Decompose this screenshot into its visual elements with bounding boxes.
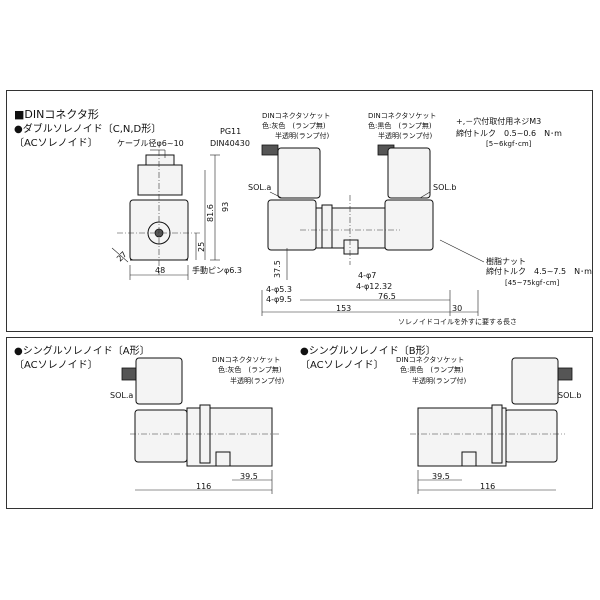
cable-diameter-label: ケーブル径φ6~10 [117,138,184,148]
dim-37-5: 37.5 [273,260,282,278]
cable-gland [145,154,175,166]
single-a-sol: SOL.a [110,391,133,400]
left-screw-cap [261,144,279,156]
pg11-label: PG11 [220,127,241,136]
dim-25: 25 [197,242,206,252]
right-socket-color: 色:黒色 (ランプ無) [368,121,432,130]
right-socket-translucent: 半透明(ランプ付) [378,131,433,140]
coil-removal-note: ソレノイドコイルを外すに要する長さ [398,317,517,326]
single-a-connector [135,357,183,405]
side-view [117,150,200,275]
single-b-dim-116: 116 [480,482,495,491]
dim-27: 27 [115,250,129,264]
single-b-title: ●シングルソレノイド〔B形〕 [300,344,436,357]
single-b-connector [511,357,559,405]
single-a-dim-116: 116 [196,482,211,491]
dim-48: 48 [155,266,165,275]
screw-note: +,－穴付取付用ネジM3 [456,116,541,126]
front-view [261,144,434,265]
single-a-drawing [121,357,280,467]
manual-button [343,239,359,255]
single-b-sol: SOL.b [558,391,581,400]
screw-torque: 締付トルク 0.5~0.6 N･m [456,128,562,138]
dim-4-phi-5-3: 4-φ5.3 [266,285,292,294]
single-a-socket-translucent: 半透明(ランプ付) [230,376,285,385]
single-b-socket-color: 色:黒色 (ランプ無) [400,365,464,374]
single-a-title: ●シングルソレノイド〔A形〕 [14,344,150,357]
single-a-ac-label: 〔ACソレノイド〕 [14,359,98,371]
single-a-socket-color: 色:灰色 (ランプ無) [218,365,282,374]
nut-note: 樹脂ナット [486,256,526,266]
sol-a-label: SOL.a [248,183,271,192]
dim-76-5: 76.5 [378,292,396,301]
manual-pin-label: 手動ピンφ6.3 [192,265,242,275]
screw-torque-kgf: [5~6kgf･cm] [486,140,532,148]
single-a-socket-title: DINコネクタソケット [212,355,280,364]
single-b-socket-translucent: 半透明(ランプ付) [412,376,467,385]
single-a-coil [134,409,188,463]
right-socket-title: DINコネクタソケット [368,111,436,120]
left-connector [277,147,321,199]
left-socket-translucent: 半透明(ランプ付) [275,131,330,140]
single-b-drawing [410,357,573,467]
right-coil [384,199,434,251]
din40430-label: DIN40430 [210,139,250,148]
single-b-dim-39-5: 39.5 [432,472,450,481]
dim-4-phi-12-32: 4-φ12.32 [356,282,392,291]
double-solenoid-title: ●ダブルソレノイド〔C,N,D形〕 [14,122,161,135]
dim-4-phi-9-5: 4-φ9.5 [266,295,292,304]
right-connector [387,147,431,199]
single-b-socket-title: DINコネクタソケット [396,355,464,364]
single-a-dim-39-5: 39.5 [240,472,258,481]
nut-torque-kgf: [45~75kgf･cm] [505,279,560,287]
left-socket-title: DINコネクタソケット [262,111,330,120]
dim-153: 153 [336,304,351,313]
single-b-coil [504,409,558,463]
dim-93: 93 [221,202,230,212]
dim-81-6: 81.6 [206,204,215,222]
dim-4-phi-7: 4-φ7 [358,271,376,280]
sol-b-label: SOL.b [433,183,456,192]
left-coil [267,199,317,251]
nut-torque: 締付トルク 4.5~7.5 N･m [486,266,592,276]
ac-solenoid-label: 〔ACソレノイド〕 [14,137,98,149]
connector-socket [137,164,183,196]
dim-30: 30 [452,304,462,313]
section-title: ■DINコネクタ形 [14,108,99,121]
left-socket-color: 色:灰色 (ランプ無) [262,121,326,130]
single-b-ac-label: 〔ACソレノイド〕 [300,359,384,371]
